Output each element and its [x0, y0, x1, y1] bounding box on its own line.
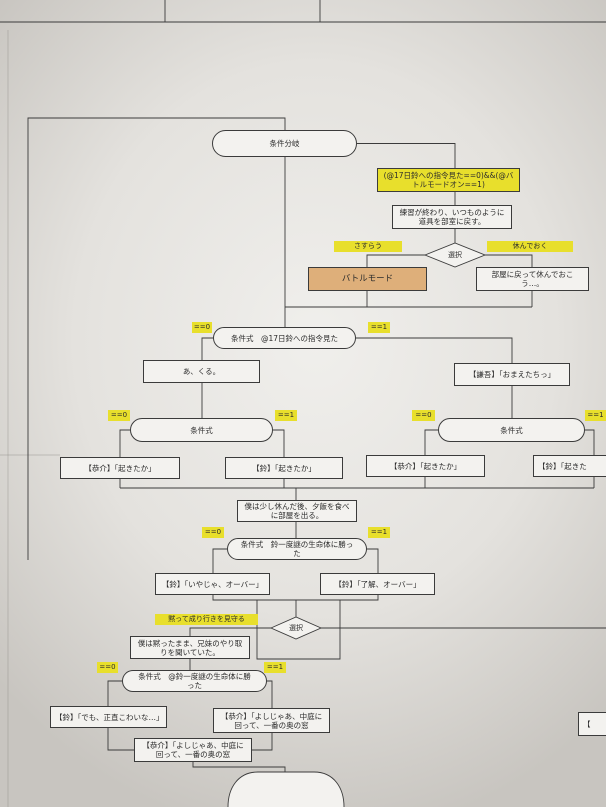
process-rin-awake: 【鈴】「起きた [533, 455, 606, 477]
choice-option-label: さすらう [334, 241, 402, 252]
choice-diamond-label: 選択 [289, 624, 303, 632]
condition-battle-mode: (@17日鈴への指令見た==0)&&(@バトルモードオン==1) [377, 168, 520, 192]
choice-diamond [423, 242, 487, 268]
terminal-partial [227, 771, 345, 807]
branch-true-label: ==1 [275, 410, 297, 421]
terminal-condition-right: 条件式 [438, 418, 585, 442]
connector [273, 429, 285, 457]
process-battle-mode: バトルモード [308, 267, 427, 291]
connector [192, 762, 286, 772]
process-kyosuke-awake: 【恭介】「起きたか」 [366, 455, 485, 477]
connector [119, 477, 595, 488]
connector [424, 429, 438, 455]
connector [212, 548, 227, 573]
connector [357, 143, 456, 168]
choice-diamond [269, 616, 323, 640]
branch-false-label: ==0 [97, 662, 118, 673]
branch-true-label: ==1 [585, 410, 606, 421]
process-rin-awake: 【鈴】「起きたか」 [225, 457, 343, 479]
connector [267, 680, 273, 708]
process-kyosuke-courtyard: 【恭介】「よしじゃあ、中庭に回って、一番の奥の窓 [134, 738, 252, 762]
connector [27, 117, 286, 560]
connector [256, 600, 341, 660]
branch-false-label: ==0 [202, 527, 224, 538]
terminal-condition-order-seen: 条件式 @17日鈴への指令見た [213, 327, 356, 349]
process-rest-in-room: 部屋に戻って休んでおこう…。 [476, 267, 589, 291]
process-kyosuke-courtyard: 【恭介】「よしじゃあ、中庭に回って、一番の奥の窓 [213, 708, 330, 733]
connector [201, 337, 213, 360]
connector [485, 254, 533, 267]
choice-option-label: 黙って成り行きを見守る [155, 614, 258, 625]
connector [585, 429, 595, 455]
terminal-condition-beat-creature: 条件式 鈴一度謎の生命体に勝った [227, 538, 367, 560]
connector [107, 728, 134, 751]
process-ah-coming: あ、くる。 [143, 360, 260, 383]
branch-true-label: ==1 [368, 322, 390, 333]
process-rin-refuse: 【鈴】「いやじゃ、オーバー」 [155, 573, 270, 595]
connector [189, 627, 271, 636]
branch-false-label: ==0 [412, 410, 435, 421]
process-practice-end: 練習が終わり、いつものように道具を部室に戻す。 [392, 205, 512, 229]
choice-option-label: 休んでおく [487, 241, 573, 252]
process-offscreen-node: 【 [578, 712, 606, 736]
process-silent-listen: 僕は黙ったまま、兄妹のやり取りを聞いていた。 [130, 636, 250, 659]
connectors [27, 117, 606, 772]
terminal-branch-start: 条件分岐 [212, 130, 357, 157]
connector [252, 733, 273, 751]
terminal-condition-beat-creature-2: 条件式 @鈴一度謎の生命体に勝った [122, 670, 267, 692]
process-kyosuke-awake: 【恭介】「起きたか」 [60, 457, 180, 479]
connector [366, 254, 425, 267]
connector [367, 548, 379, 573]
process-rin-roger: 【鈴】「了解、オーバー」 [320, 573, 435, 595]
branch-false-label: ==0 [108, 410, 130, 421]
process-rin-scared: 【鈴】「でも、正直こわいな…」 [50, 706, 167, 728]
connector [119, 429, 130, 457]
process-kengo-shout: 【謙吾】「おまえたちっ」 [454, 363, 570, 386]
terminal-condition-left: 条件式 [130, 418, 273, 442]
branch-false-label: ==0 [192, 322, 212, 333]
branch-true-label: ==1 [264, 662, 286, 673]
process-go-to-dinner: 僕は少し休んだ後、夕飯を食べに部屋を出る。 [237, 500, 357, 522]
choice-diamond-label: 選択 [448, 251, 462, 259]
connector [356, 337, 513, 363]
branch-true-label: ==1 [368, 527, 390, 538]
connector [212, 595, 379, 601]
connector [107, 680, 122, 706]
